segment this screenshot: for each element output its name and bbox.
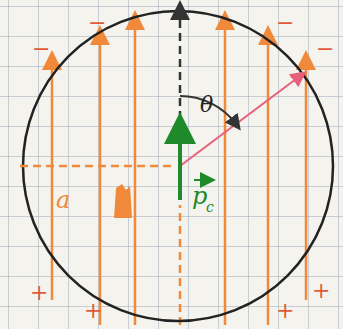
vector-arrow <box>194 179 208 181</box>
charge-sign: + <box>84 300 102 322</box>
charge-sign: + <box>30 282 48 304</box>
boundary-circle <box>23 11 333 321</box>
charge-sign: − <box>316 38 334 60</box>
radius-line <box>20 165 176 168</box>
radius-label: a <box>56 188 70 212</box>
vector-label: p <box>192 184 207 208</box>
angle-label: θ <box>200 94 213 116</box>
charge-sign: − <box>88 12 106 34</box>
small-figure <box>114 184 132 218</box>
charge-sign: + <box>312 280 330 302</box>
subscript-label: c <box>206 200 214 214</box>
charge-sign: − <box>276 12 294 34</box>
charge-sign: − <box>32 38 50 60</box>
direction-line <box>180 76 300 166</box>
charge-sign: + <box>276 300 294 322</box>
axis-line <box>179 10 182 145</box>
dipole-arrow <box>178 128 182 200</box>
